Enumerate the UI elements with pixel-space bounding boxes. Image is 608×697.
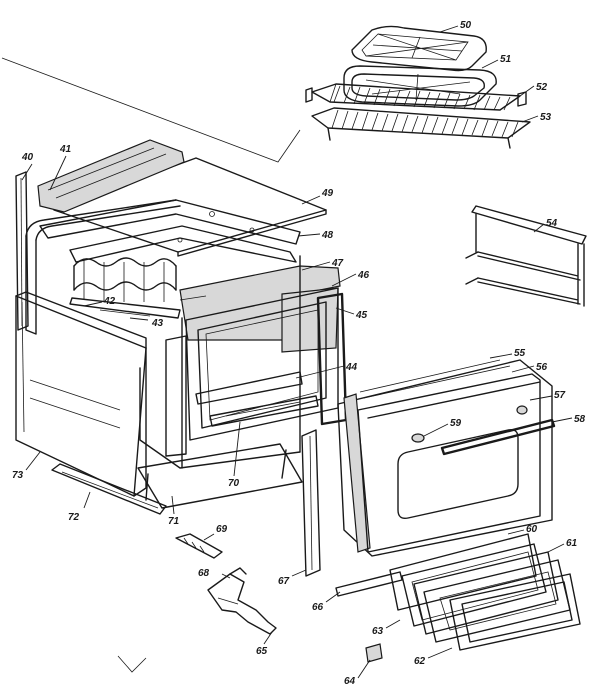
insulation-top[interactable] (37, 139, 185, 213)
body-insulation[interactable] (179, 265, 341, 353)
door-handle[interactable] (440, 418, 556, 456)
oven-door-assembly[interactable] (337, 359, 553, 557)
callout-53: 53 (540, 112, 552, 123)
oven-rack-lower[interactable] (311, 107, 531, 149)
door-hinge[interactable] (207, 567, 277, 635)
callout-46: 46 (357, 270, 370, 281)
callout-44: 44 (345, 362, 358, 373)
callout-71: 71 (168, 516, 180, 527)
callout-56: 56 (536, 362, 548, 373)
callout-48: 48 (321, 230, 334, 241)
callout-66: 66 (312, 602, 324, 613)
broiler-pan-insert[interactable] (351, 25, 487, 72)
callout-58: 58 (574, 414, 586, 425)
callout-72: 72 (68, 512, 80, 523)
callout-leaders (21, 25, 573, 679)
callout-65: 65 (256, 646, 268, 657)
reference-line (1, 57, 301, 163)
callout-labels: 40 41 42 43 44 45 46 47 48 49 50 51 52 5… (12, 20, 586, 687)
clip[interactable] (365, 643, 383, 663)
door-window (397, 428, 519, 520)
callout-73: 73 (12, 470, 24, 481)
callout-50: 50 (460, 20, 472, 31)
bottom-strip[interactable] (209, 395, 319, 427)
hinge-spring[interactable] (175, 533, 223, 559)
inner-bracket[interactable] (69, 297, 181, 319)
hinge-channel[interactable] (301, 429, 321, 577)
callout-62: 62 (414, 656, 426, 667)
side-panel[interactable] (15, 291, 147, 497)
callout-67: 67 (278, 576, 290, 587)
callout-63: 63 (372, 626, 384, 637)
callout-55: 55 (514, 348, 526, 359)
callout-57: 57 (554, 390, 566, 401)
callout-59: 59 (450, 418, 462, 429)
broiler-pan[interactable] (343, 65, 497, 107)
callout-54: 54 (546, 218, 558, 229)
callout-61: 61 (566, 538, 578, 549)
door-knob[interactable] (411, 405, 528, 443)
bottom-panel[interactable] (137, 443, 303, 509)
oven-cavity-floor[interactable] (195, 371, 303, 405)
callout-49: 49 (321, 188, 334, 199)
oven-rack-upper[interactable] (305, 83, 527, 111)
callout-60: 60 (526, 524, 538, 535)
oven-burner-coils (73, 257, 177, 302)
cabinet-body (25, 199, 301, 469)
oven-liner-top[interactable] (39, 199, 301, 263)
kick-plate[interactable] (51, 463, 167, 515)
callout-52: 52 (536, 82, 548, 93)
callout-45: 45 (355, 310, 368, 321)
corner-mark (117, 655, 147, 673)
callout-42: 42 (103, 296, 116, 307)
callout-40: 40 (21, 152, 34, 163)
callout-43: 43 (151, 318, 164, 329)
door-inner-liner[interactable] (449, 573, 581, 651)
callout-68: 68 (198, 568, 210, 579)
callout-41: 41 (59, 144, 72, 155)
callout-69: 69 (216, 524, 228, 535)
callout-64: 64 (344, 676, 356, 687)
side-trim-strip[interactable] (15, 171, 29, 331)
rack-support[interactable] (465, 205, 587, 307)
callout-51: 51 (500, 54, 512, 65)
callout-70: 70 (228, 478, 240, 489)
door-hinge-rail[interactable] (335, 571, 403, 597)
callout-47: 47 (331, 258, 344, 269)
